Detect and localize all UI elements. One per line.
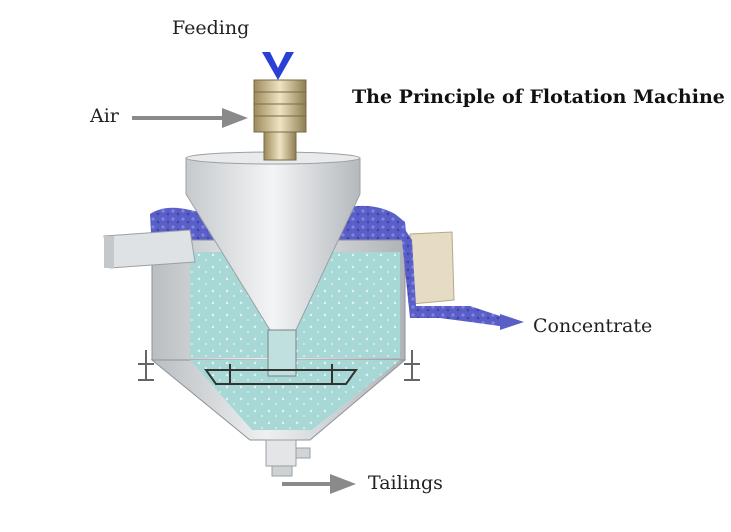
concentrate-trough bbox=[409, 231, 455, 305]
tailings-arrow bbox=[282, 474, 356, 494]
tailings-label: Tailings bbox=[368, 472, 443, 494]
concentrate-froth-overflow bbox=[400, 222, 510, 326]
feeding-label: Feeding bbox=[172, 17, 250, 39]
air-arrow bbox=[132, 108, 248, 128]
left-trough bbox=[103, 229, 196, 269]
left-leg bbox=[138, 350, 154, 381]
diagram-title: The Principle of Flotation Machine bbox=[352, 86, 725, 108]
standpipe bbox=[267, 329, 297, 377]
impeller bbox=[204, 369, 358, 385]
tailings-valve bbox=[265, 439, 311, 477]
right-leg bbox=[404, 350, 420, 381]
air-label: Air bbox=[90, 105, 119, 127]
drive-stack bbox=[253, 79, 307, 161]
concentrate-arrow bbox=[500, 314, 524, 330]
feed-arrow bbox=[262, 52, 294, 80]
concentrate-label: Concentrate bbox=[533, 315, 653, 337]
